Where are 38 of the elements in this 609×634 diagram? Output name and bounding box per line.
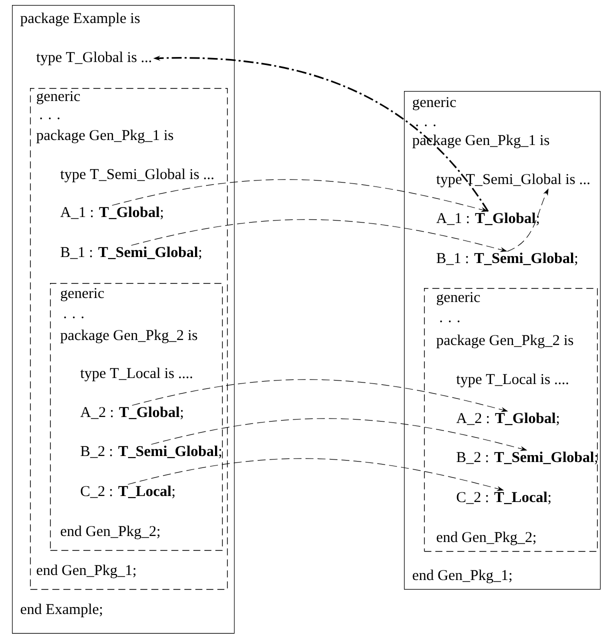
code-line: package Example is xyxy=(20,12,140,26)
code-line: B_1 : T_Semi_Global; xyxy=(436,252,578,266)
code-line: . . . xyxy=(64,316,84,318)
code-line: type T_Local is .... xyxy=(456,374,568,388)
code-line: generic xyxy=(436,292,480,306)
generic-package-box xyxy=(30,88,228,590)
code-line: type T_Local is .... xyxy=(80,368,192,382)
code-line: package Gen_Pkg_2 is xyxy=(60,330,198,344)
code-line: B_1 : T_Semi_Global; xyxy=(60,246,202,260)
generic-package-box xyxy=(50,283,223,551)
code-line: generic xyxy=(36,91,80,104)
code-line: generic xyxy=(412,97,456,110)
code-line: . . . xyxy=(416,124,436,126)
package-box xyxy=(404,91,601,590)
generic-package-box xyxy=(424,288,598,552)
code-line: C_2 : T_Local; xyxy=(80,486,174,498)
code-line: end Gen_Pkg_2; xyxy=(60,526,160,540)
code-line: . . . xyxy=(440,320,460,322)
code-line: package Gen_Pkg_1 is xyxy=(412,134,550,148)
code-line: C_2 : T_Local; xyxy=(456,492,550,504)
code-line: A_2 : T_Global; xyxy=(80,406,183,420)
code-line: end Gen_Pkg_2; xyxy=(436,532,536,546)
code-line: A_1 : T_Global; xyxy=(60,206,163,220)
code-line: B_2 : T_Semi_Global; xyxy=(80,446,222,458)
code-line: B_2 : T_Semi_Global; xyxy=(456,452,598,464)
code-line: A_2 : T_Global; xyxy=(456,412,559,426)
code-line: end Gen_Pkg_1; xyxy=(36,564,136,578)
code-line: A_1 : T_Global; xyxy=(436,212,539,226)
code-line: type T_Global is ... xyxy=(36,52,152,66)
code-line: package Gen_Pkg_1 is xyxy=(36,130,174,144)
code-line: end Gen_Pkg_1; xyxy=(412,570,512,584)
code-line: generic xyxy=(60,288,104,302)
code-line: type T_Semi_Global is ... xyxy=(60,168,214,182)
package-box xyxy=(12,5,235,634)
code-line: package Gen_Pkg_2 is xyxy=(436,334,574,348)
code-line: type T_Semi_Global is ... xyxy=(436,174,590,188)
code-line: end Example; xyxy=(20,604,102,618)
code-line: . . . xyxy=(40,117,60,120)
